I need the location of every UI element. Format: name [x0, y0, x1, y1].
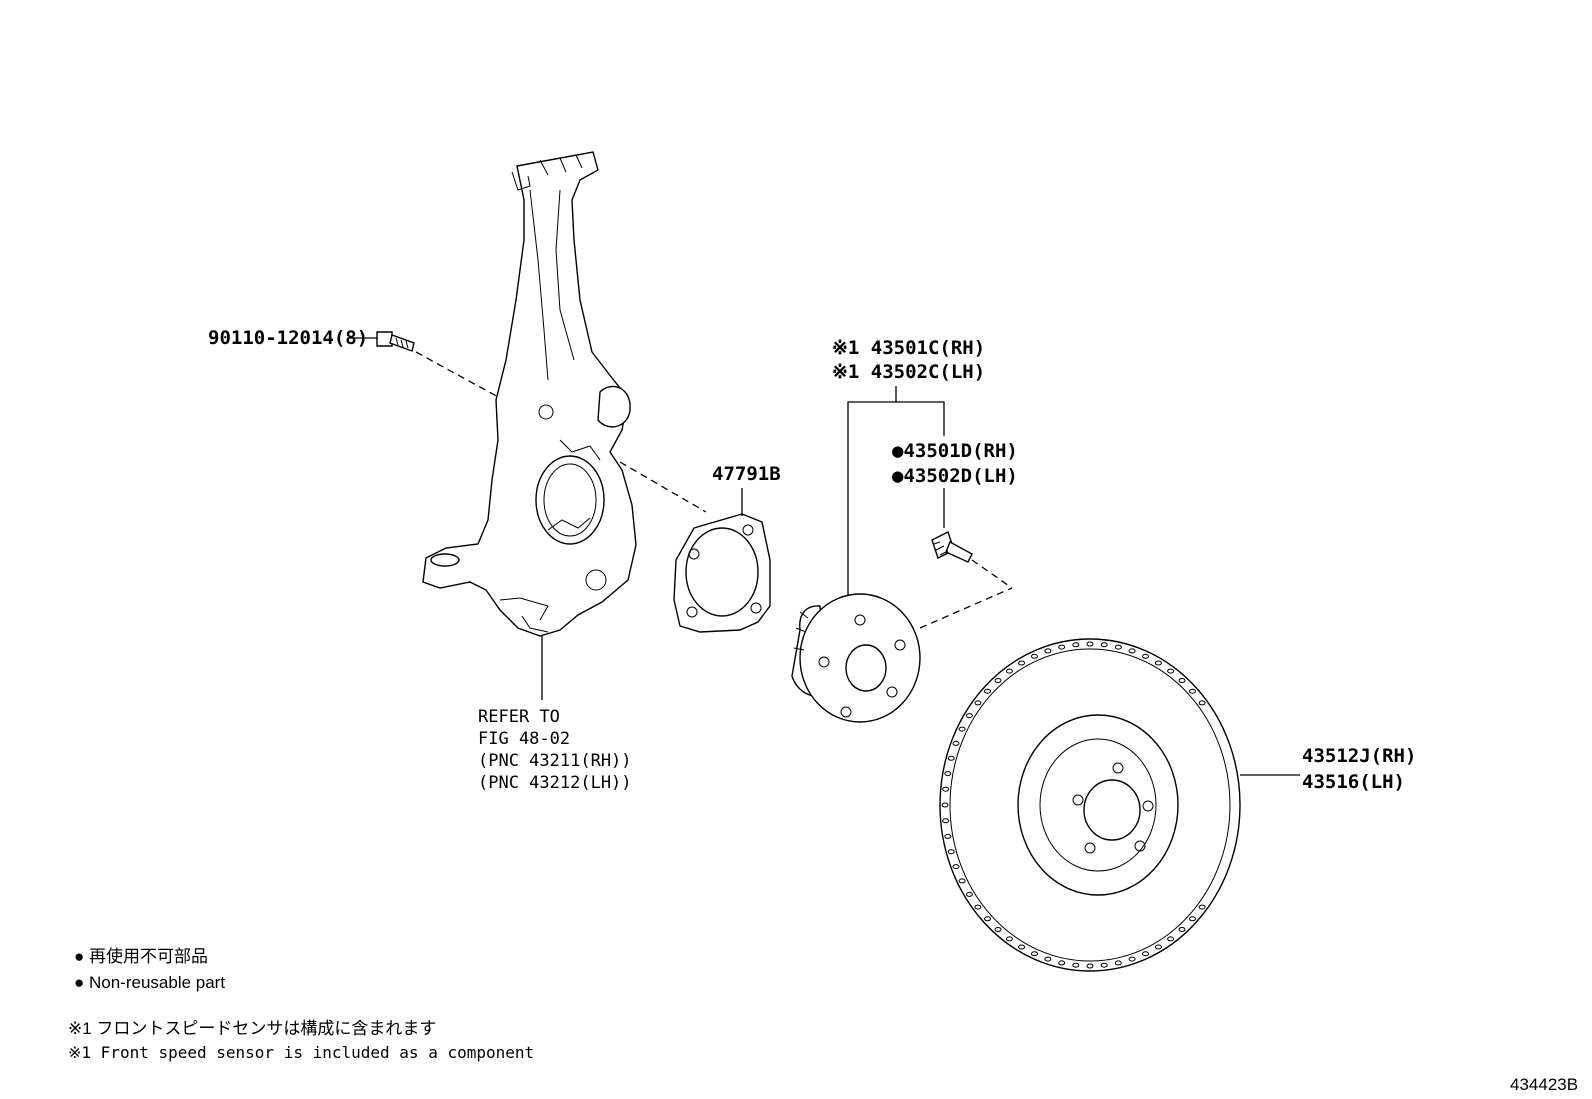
brake-disc-drawing — [939, 638, 1300, 972]
gasket-part-number: 47791B — [712, 463, 781, 485]
disc-vent-slot — [1058, 960, 1066, 966]
disc-vent-slot — [947, 849, 955, 855]
disc-vent-slot — [1198, 904, 1206, 910]
disc-vent-slot — [1167, 668, 1175, 674]
disc-vent-slot — [1154, 944, 1162, 950]
disc-vent-slot — [1005, 936, 1013, 942]
disc-vent-slot — [944, 771, 952, 777]
disc-vent-slot — [1178, 678, 1186, 683]
hub-bolt-part-number-rh: ●43501D(RH) — [892, 440, 1018, 462]
disc-vent-slot — [1058, 644, 1066, 650]
hub-bolt-drawing — [931, 488, 1013, 589]
disc-vent-slot — [1128, 956, 1136, 962]
knuckle-refer-line-3: (PNC 43211(RH)) — [478, 751, 632, 771]
disc-vent-slot — [1142, 951, 1149, 957]
disc-vent-slot — [958, 726, 966, 732]
legend-non-reusable-en: ● Non-reusable part — [74, 973, 225, 992]
disc-vent-slot — [942, 818, 950, 824]
disc-vent-slot — [1086, 963, 1094, 969]
disc-vent-slot — [974, 700, 982, 706]
disc-part-number-lh: 43516(LH) — [1302, 771, 1405, 793]
disc-vent-slot — [952, 740, 960, 746]
disc-vent-slot — [1178, 927, 1186, 932]
disc-vent-slot — [994, 927, 1002, 932]
disc-vent-slot — [1044, 956, 1052, 962]
disc-vent-slot — [942, 786, 950, 792]
disc-vent-slot — [1031, 653, 1038, 659]
disc-vent-slot — [1072, 962, 1080, 968]
disc-vent-slot — [1114, 644, 1122, 650]
disc-vent-slot — [1154, 660, 1162, 666]
disc-vent-slot — [965, 891, 973, 897]
disc-vent-slot — [944, 833, 952, 839]
hub-part-number-rh: ※1 43501C(RH) — [832, 337, 985, 359]
disc-vent-slot — [1031, 951, 1038, 957]
disc-vent-slot — [947, 755, 955, 761]
disc-vent-slot — [1100, 642, 1108, 648]
legend-non-reusable-jp: ● 再使用不可部品 — [74, 946, 208, 966]
gasket-drawing — [619, 461, 771, 633]
disc-vent-slot — [1142, 653, 1149, 659]
disc-vent-slot — [941, 802, 949, 808]
disc-vent-slot — [1086, 641, 1094, 647]
disc-vent-slot — [974, 904, 982, 910]
disc-vent-slot — [1018, 944, 1026, 950]
legend-note-1-en: ※1 Front speed sensor is included as a c… — [68, 1043, 534, 1062]
knuckle-refer-line-1: REFER TO — [478, 707, 560, 727]
disc-vent-slot — [1005, 668, 1013, 674]
knuckle-refer-line-4: (PNC 43212(LH)) — [478, 773, 632, 793]
disc-vent-slot — [1189, 688, 1196, 694]
bolt-part-number: 90110-12014(8) — [208, 327, 368, 349]
disc-vent-slot — [965, 713, 973, 719]
disc-vent-slot — [1072, 642, 1080, 648]
disc-vent-slot — [984, 688, 991, 694]
disc-part-number-rh: 43512J(RH) — [1302, 745, 1416, 767]
disc-vent-slot — [1128, 648, 1136, 654]
figure-id: 434423B — [1510, 1075, 1578, 1094]
hub-bolt-part-number-lh: ●43502D(LH) — [892, 465, 1018, 487]
disc-vent-slot — [994, 678, 1002, 683]
disc-vent-slot — [1198, 700, 1206, 706]
disc-vent-slot — [1189, 916, 1196, 922]
disc-vent-slot — [1044, 648, 1052, 654]
knuckle-refer-line-2: FIG 48-02 — [478, 729, 570, 749]
disc-vent-slot — [958, 878, 966, 884]
disc-vent-slot — [1018, 660, 1026, 666]
disc-vent-slot — [1167, 936, 1175, 942]
disc-vent-slot — [984, 916, 991, 922]
disc-vent-slot — [952, 864, 960, 870]
knuckle-bolt-drawing — [350, 331, 501, 399]
hub-part-number-lh: ※1 43502C(LH) — [832, 361, 985, 383]
disc-vent-slot — [1100, 962, 1108, 968]
disc-vent-slot — [1114, 960, 1122, 966]
legend-note-1-jp: ※1 フロントスピードセンサは構成に含まれます — [68, 1019, 436, 1038]
hub-assembly-drawing — [791, 386, 1013, 723]
steering-knuckle-drawing — [422, 151, 637, 637]
